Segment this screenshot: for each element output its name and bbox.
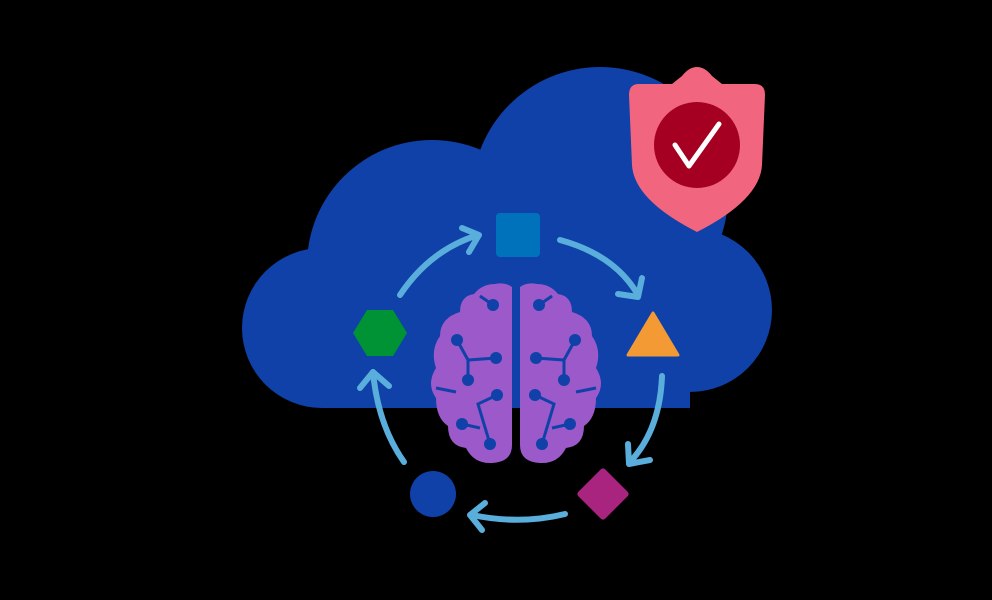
arrow-diamond-to-circle: [467, 500, 568, 533]
circle-icon: [410, 471, 456, 517]
arrow-circle-to-hexagon: [357, 369, 407, 465]
triangle-icon: [626, 311, 680, 357]
shield-check-icon: [629, 67, 765, 232]
square-icon: [496, 213, 540, 257]
arrow-triangle-to-diamond: [625, 373, 665, 467]
arrow-square-to-triangle: [557, 237, 645, 300]
hexagon-icon: [353, 310, 407, 356]
diamond-icon: [577, 468, 629, 520]
brain-icon: [431, 283, 601, 464]
arrow-hexagon-to-square: [397, 225, 482, 298]
cycle-arrows: [357, 225, 665, 533]
